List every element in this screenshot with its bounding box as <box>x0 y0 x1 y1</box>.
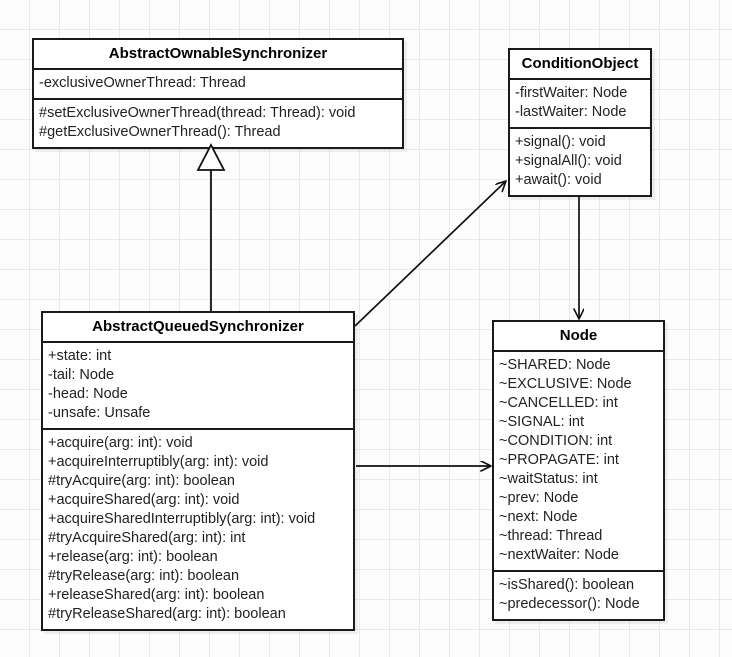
relation-generalization-aqs-to-aos <box>196 143 226 311</box>
method-row: +acquireSharedInterruptibly(arg: int): v… <box>48 511 316 528</box>
attributes-compartment: +state: int -tail: Node -head: Node -uns… <box>43 343 353 428</box>
methods-compartment: ~isShared(): boolean ~predecessor(): Nod… <box>494 572 663 619</box>
attribute-row: ~EXCLUSIVE: Node <box>499 376 632 393</box>
attribute-row: ~CONDITION: int <box>499 433 613 450</box>
method-row: +acquireShared(arg: int): void <box>48 492 240 509</box>
method-row: +acquire(arg: int): void <box>48 435 193 452</box>
method-row: #tryReleaseShared(arg: int): boolean <box>48 606 286 623</box>
compartment-divider <box>43 341 353 344</box>
attributes-compartment: ~SHARED: Node ~EXCLUSIVE: Node ~CANCELLE… <box>494 352 663 570</box>
attribute-row: +state: int <box>48 348 112 365</box>
class-box-abstract-queued-synchronizer[interactable]: AbstractQueuedSynchronizer +state: int -… <box>41 311 355 632</box>
method-row: +signalAll(): void <box>515 153 622 170</box>
attributes-compartment: -firstWaiter: Node -lastWaiter: Node <box>510 80 650 127</box>
method-row: +signal(): void <box>515 134 606 151</box>
attribute-row: -tail: Node <box>48 367 115 384</box>
class-title-abstract-ownable-synchronizer: AbstractOwnableSynchronizer <box>108 45 328 62</box>
method-row: #getExclusiveOwnerThread(): Thread <box>39 124 281 141</box>
attribute-row: -lastWaiter: Node <box>515 104 627 121</box>
attribute-row: ~CANCELLED: int <box>499 395 618 412</box>
compartment-divider <box>34 68 402 71</box>
compartment-divider <box>494 570 663 573</box>
method-row: +await(): void <box>515 172 602 189</box>
attribute-row: ~SIGNAL: int <box>499 414 585 431</box>
compartment-divider <box>510 127 650 130</box>
attribute-row: ~waitStatus: int <box>499 471 598 488</box>
methods-compartment: #setExclusiveOwnerThread(thread: Thread)… <box>34 100 402 147</box>
attribute-row: ~thread: Thread <box>499 528 603 545</box>
method-row: +acquireInterruptibly(arg: int): void <box>48 454 269 471</box>
method-row: #tryAcquire(arg: int): boolean <box>48 473 235 490</box>
compartment-divider <box>510 78 650 81</box>
attribute-row: ~next: Node <box>499 509 578 526</box>
attribute-row: -head: Node <box>48 386 128 403</box>
method-row: ~isShared(): boolean <box>499 577 635 594</box>
class-title-abstract-queued-synchronizer: AbstractQueuedSynchronizer <box>92 318 304 335</box>
class-box-condition-object[interactable]: ConditionObject -firstWaiter: Node -last… <box>508 48 652 198</box>
attribute-row: ~PROPAGATE: int <box>499 452 619 469</box>
method-row: #setExclusiveOwnerThread(thread: Thread)… <box>39 105 356 122</box>
class-box-abstract-ownable-synchronizer[interactable]: AbstractOwnableSynchronizer -exclusiveOw… <box>32 38 404 150</box>
attributes-compartment: -exclusiveOwnerThread: Thread <box>34 70 402 98</box>
attribute-row: -unsafe: Unsafe <box>48 405 151 422</box>
class-title-node: Node <box>559 327 598 344</box>
relation-association-aqs-to-conditionobject <box>354 181 506 327</box>
method-row: ~predecessor(): Node <box>499 596 640 613</box>
method-row: +releaseShared(arg: int): boolean <box>48 587 265 604</box>
method-row: #tryRelease(arg: int): boolean <box>48 568 240 585</box>
class-box-node[interactable]: Node ~SHARED: Node ~EXCLUSIVE: Node ~CAN… <box>492 320 665 622</box>
method-row: +release(arg: int): boolean <box>48 549 218 566</box>
compartment-divider <box>34 98 402 101</box>
attribute-row: ~nextWaiter: Node <box>499 547 619 564</box>
attribute-row: ~prev: Node <box>499 490 579 507</box>
class-title-condition-object: ConditionObject <box>521 55 639 72</box>
compartment-divider <box>494 350 663 353</box>
attribute-row: -exclusiveOwnerThread: Thread <box>39 75 246 92</box>
attribute-row: -firstWaiter: Node <box>515 85 628 102</box>
method-row: #tryAcquireShared(arg: int): int <box>48 530 246 547</box>
methods-compartment: +signal(): void +signalAll(): void +awai… <box>510 129 650 195</box>
methods-compartment: +acquire(arg: int): void +acquireInterru… <box>43 430 353 629</box>
compartment-divider <box>43 428 353 431</box>
attribute-row: ~SHARED: Node <box>499 357 611 374</box>
